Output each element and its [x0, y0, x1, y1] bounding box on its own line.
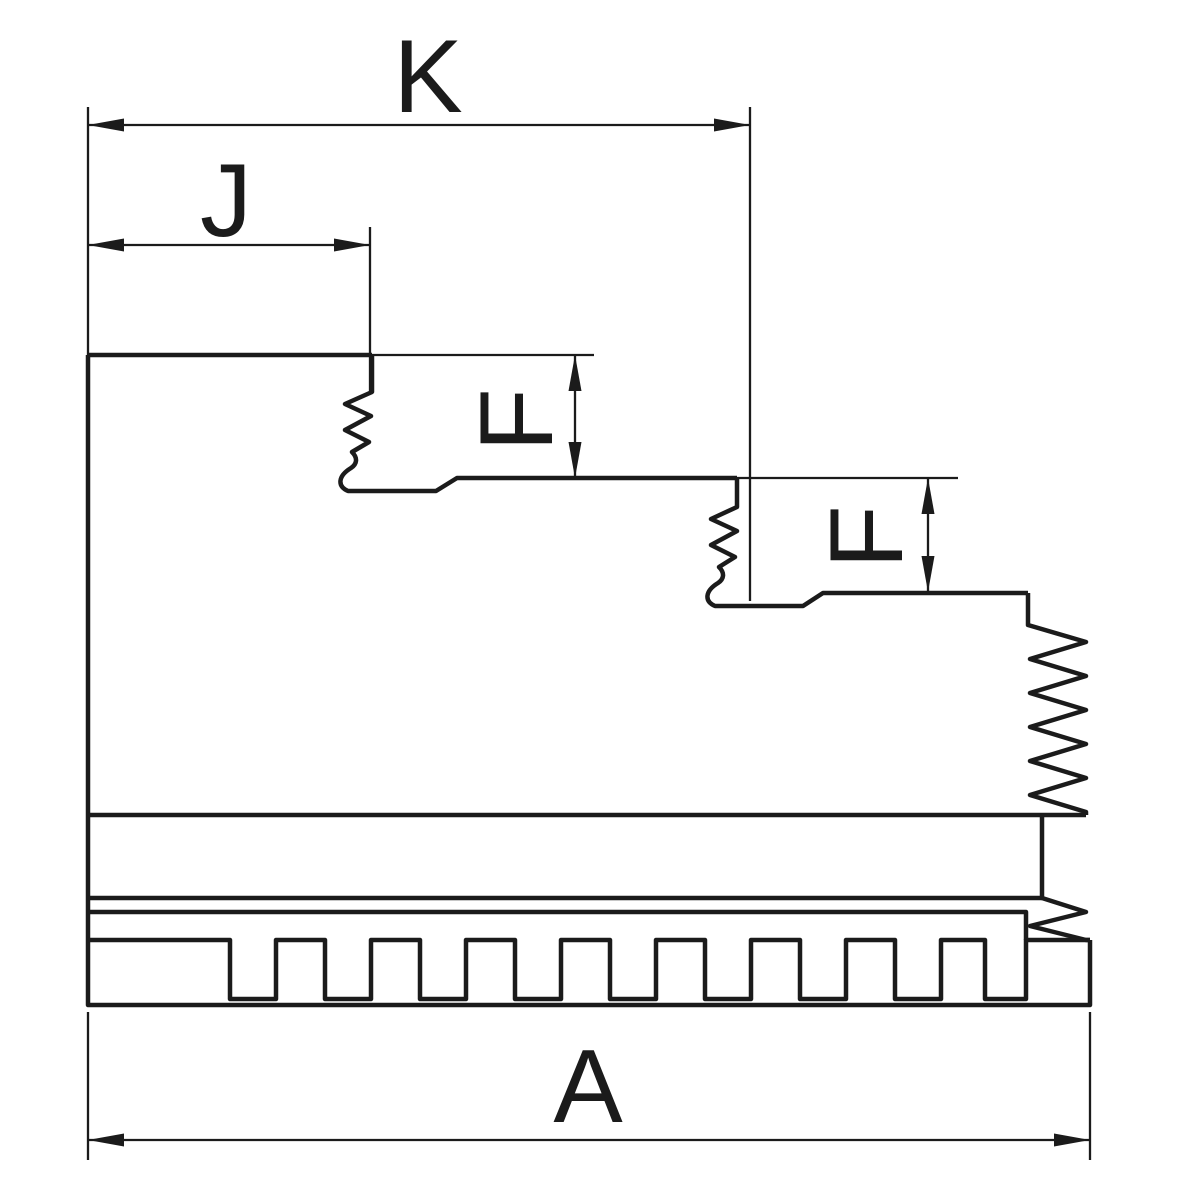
f-upper-arrowhead-top — [568, 355, 582, 391]
base-step-line — [88, 909, 1029, 940]
dimension-a: A — [86, 1012, 1092, 1160]
a-arrowhead-right — [1054, 1133, 1090, 1147]
dim-label-k: K — [393, 19, 462, 135]
dim-label-f-upper: F — [459, 388, 575, 452]
f-lower-arrowhead-bottom — [921, 556, 935, 592]
bottom-rack-teeth — [88, 937, 1090, 1002]
dimension-f-upper: F — [372, 353, 594, 478]
j-arrowhead-right — [334, 238, 370, 252]
part-left-bottom-right-edge — [85, 355, 1093, 1008]
f-lower-arrowhead-top — [921, 478, 935, 514]
j-arrowhead-left — [88, 238, 124, 252]
part-outline — [85, 352, 1093, 1008]
right-serration-lower — [1027, 895, 1090, 943]
dim-label-a: A — [553, 1029, 623, 1145]
dim-label-f-lower: F — [809, 505, 925, 569]
right-serration-upper — [1025, 593, 1089, 815]
f-upper-arrowhead-bottom — [568, 442, 582, 478]
k-arrowhead-right — [714, 118, 750, 132]
dimension-k: K — [86, 19, 752, 601]
dim-label-j: J — [200, 143, 252, 259]
a-arrowhead-left — [88, 1133, 124, 1147]
k-arrowhead-left — [88, 118, 124, 132]
dimension-j: J — [88, 143, 372, 392]
step2-serrated-face — [705, 478, 1028, 609]
dimension-f-lower: F — [737, 476, 958, 592]
step1-serrated-face — [338, 355, 737, 494]
